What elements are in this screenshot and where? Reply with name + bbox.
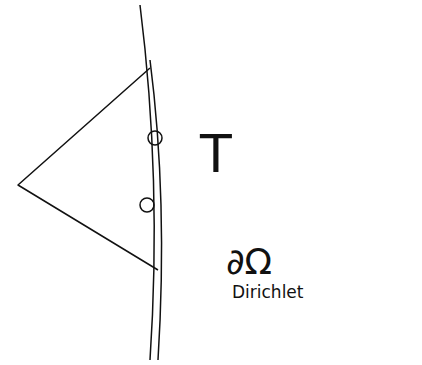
condition-label: Dirichlet bbox=[232, 284, 304, 301]
boundary-curve bbox=[140, 5, 154, 360]
symbol-label: T bbox=[200, 128, 232, 180]
boundary-label: ∂Ω bbox=[226, 244, 272, 280]
point-marker bbox=[148, 131, 162, 145]
point-marker bbox=[140, 198, 154, 212]
cone-outline bbox=[18, 68, 158, 270]
